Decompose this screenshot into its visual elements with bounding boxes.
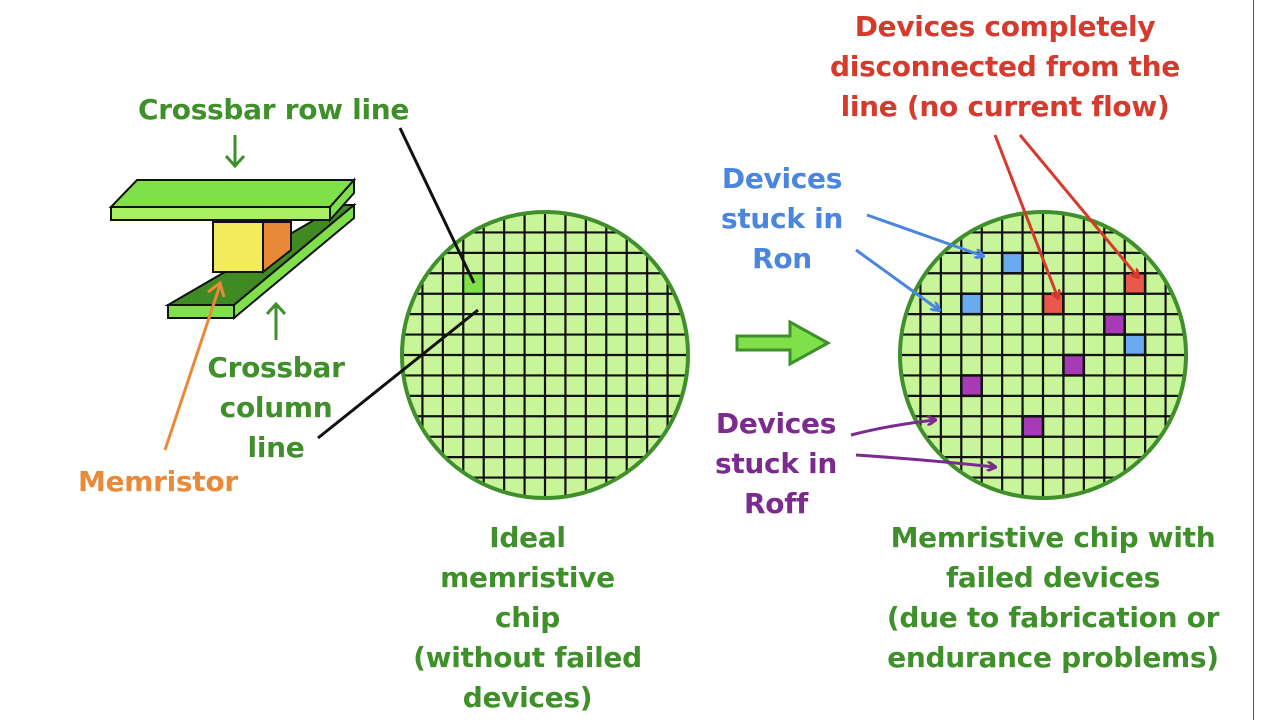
label-line: chip: [495, 601, 560, 634]
label-line: stuck in: [714, 447, 838, 480]
failed-device-roff: [1021, 415, 1045, 438]
label-line: failed devices: [946, 561, 1160, 594]
memristor-arrow: [163, 280, 226, 451]
ron-arrow-1: [866, 213, 983, 256]
transition-arrow-icon: [735, 319, 832, 367]
roff-arrow-2: [855, 453, 995, 467]
highlighted-crosspoint: [462, 272, 485, 295]
row-line-pointer: [398, 127, 476, 284]
crossbar-row-line-label: Crossbar row line: [138, 93, 410, 126]
label-line: disconnected from the: [830, 50, 1180, 83]
label-line: memristive: [440, 561, 615, 594]
failed-device-disconnected: [1123, 272, 1147, 295]
failed-device-ron: [1000, 251, 1024, 275]
row-line-arrow: [224, 135, 246, 169]
crossbar-structure: [108, 177, 357, 321]
label-line: line: [247, 431, 305, 464]
label-line: Ron: [752, 242, 812, 275]
label-line: Memristive chip with: [890, 521, 1216, 554]
column-line-arrow: [265, 301, 287, 340]
memristor-label: Memristor: [78, 465, 238, 498]
disconnected-devices-label: Devices completely disconnected from the…: [810, 7, 1200, 127]
label-line: column: [219, 391, 333, 424]
label-line: Roff: [744, 487, 808, 520]
failed-device-ron: [960, 292, 983, 316]
roff-arrow-1: [850, 420, 935, 437]
label-line: (due to fabrication or: [886, 601, 1220, 634]
stuck-ron-label: Devices stuck in Ron: [712, 159, 852, 279]
stuck-roff-label: Devices stuck in Roff: [706, 404, 846, 524]
disconnected-arrow-1: [993, 134, 1058, 298]
memristor-front: [212, 221, 264, 273]
label-line: Crossbar: [207, 351, 345, 384]
column-line-pointer: [317, 308, 479, 440]
label-line: devices): [462, 681, 593, 714]
label-line: Devices completely: [854, 10, 1156, 43]
row-bar-front: [110, 206, 331, 221]
failed-device-disconnected: [1041, 292, 1065, 316]
ideal-chip: [400, 210, 690, 500]
row-bar-top: [108, 179, 357, 208]
slide-edge-divider: [1253, 0, 1254, 720]
failed-device-roff: [960, 374, 983, 398]
memristor-side: [262, 221, 292, 275]
column-bar-side: [233, 202, 355, 321]
ron-arrow-2: [855, 248, 939, 310]
row-bar-side: [329, 177, 355, 223]
failed-device-ron: [1123, 333, 1147, 357]
failed-chip: [898, 210, 1188, 500]
label-line: line (no current flow): [840, 90, 1170, 123]
ideal-chip-caption: Ideal memristive chip (without failed de…: [395, 518, 660, 718]
label-line: Ideal: [489, 521, 566, 554]
crossbar-column-line-label: Crossbar column line: [196, 348, 356, 468]
label-line: stuck in: [720, 202, 844, 235]
label-line: Devices: [721, 162, 843, 195]
failed-device-roff: [1062, 353, 1086, 377]
disconnected-arrow-2: [1018, 134, 1138, 277]
failed-chip-grid: [900, 212, 1186, 498]
label-line: Devices: [715, 407, 837, 440]
failed-device-roff: [1103, 312, 1126, 336]
label-line: (without failed: [413, 641, 642, 674]
label-line: endurance problems): [887, 641, 1219, 674]
column-bar-front: [167, 304, 235, 319]
failed-chip-caption: Memristive chip with failed devices (due…: [868, 518, 1238, 678]
